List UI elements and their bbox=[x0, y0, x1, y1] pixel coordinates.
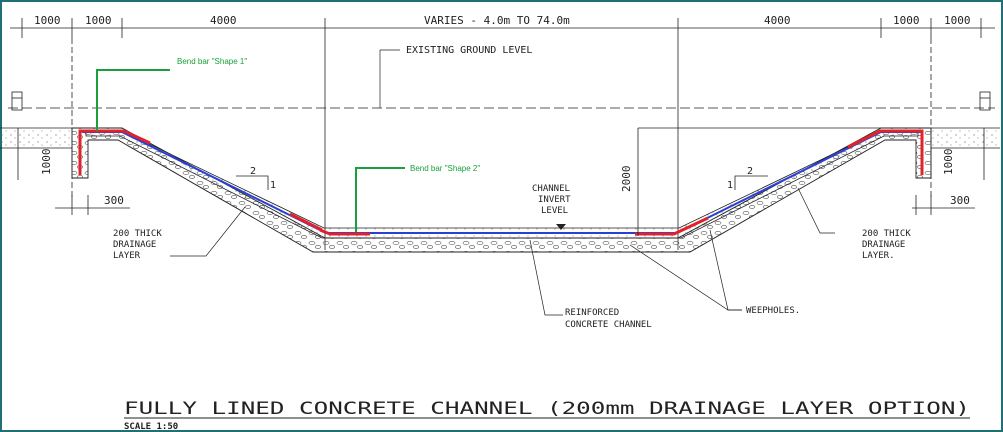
drainage-left-label-line-3: LAYER bbox=[113, 251, 141, 261]
slope-right-rise: 2 bbox=[747, 166, 753, 177]
drainage-left-label-line-1: 200 THICK bbox=[113, 229, 162, 239]
dim-left-slope: 4000 bbox=[210, 14, 237, 27]
drawing-scale: SCALE 1:50 bbox=[124, 422, 178, 432]
drainage-right-label-line-3: LAYER. bbox=[862, 251, 895, 261]
level-marker-right bbox=[979, 91, 991, 111]
drainage-right-label-line-2: DRAINAGE bbox=[862, 240, 905, 250]
label-leaders bbox=[170, 187, 835, 316]
dim-channel-depth: 2000 bbox=[620, 166, 633, 193]
slope-right-run: 1 bbox=[727, 180, 733, 191]
concrete-lining bbox=[85, 129, 919, 239]
dim-left-toe: 300 bbox=[104, 194, 124, 207]
bend-bar-shape-2-label: Bend bar "Shape 2" bbox=[410, 164, 480, 173]
red-rebar bbox=[78, 129, 924, 236]
dim-right-slope: 4000 bbox=[764, 14, 791, 27]
dim-left-inner: 1000 bbox=[85, 14, 112, 27]
toe-dimensions bbox=[55, 195, 975, 215]
drainage-left-label-line-2: DRAINAGE bbox=[113, 240, 156, 250]
reinforced-label-line-1: REINFORCED bbox=[565, 308, 619, 318]
dim-left-depth: 1000 bbox=[40, 149, 53, 176]
bend-bar-shape-1-label: Bend bar "Shape 1" bbox=[177, 57, 247, 66]
dim-right-outer: 1000 bbox=[944, 14, 971, 27]
dim-right-inner: 1000 bbox=[893, 14, 920, 27]
dim-right-depth: 1000 bbox=[942, 149, 955, 176]
top-dimension-line bbox=[10, 18, 995, 250]
invert-level-marker bbox=[556, 224, 566, 230]
dim-left-outer: 1000 bbox=[34, 14, 61, 27]
reinforced-label-line-2: CONCRETE CHANNEL bbox=[565, 320, 652, 330]
drawing-title: FULLY LINED CONCRETE CHANNEL (200mm DRAI… bbox=[124, 399, 970, 419]
slope-left-run: 1 bbox=[270, 180, 276, 191]
weepholes-label: WEEPHOLES. bbox=[746, 306, 800, 316]
channel-invert-label-line-2: INVERT bbox=[538, 195, 571, 205]
level-marker-left bbox=[11, 91, 23, 111]
slope-left-rise: 2 bbox=[250, 166, 256, 177]
slope-indicators bbox=[236, 175, 768, 190]
channel-invert-label-line-3: LEVEL bbox=[541, 206, 568, 216]
channel-invert-label-line-1: CHANNEL bbox=[532, 184, 570, 194]
dim-right-toe: 300 bbox=[950, 194, 970, 207]
drainage-right-label-line-1: 200 THICK bbox=[862, 229, 911, 239]
bend-bar-leaders bbox=[96, 69, 405, 232]
dim-base-span: VARIES - 4.0m TO 74.0m bbox=[424, 14, 570, 27]
channel-depth-dimension bbox=[17, 127, 985, 236]
ground-level-label: EXISTING GROUND LEVEL bbox=[406, 45, 532, 56]
